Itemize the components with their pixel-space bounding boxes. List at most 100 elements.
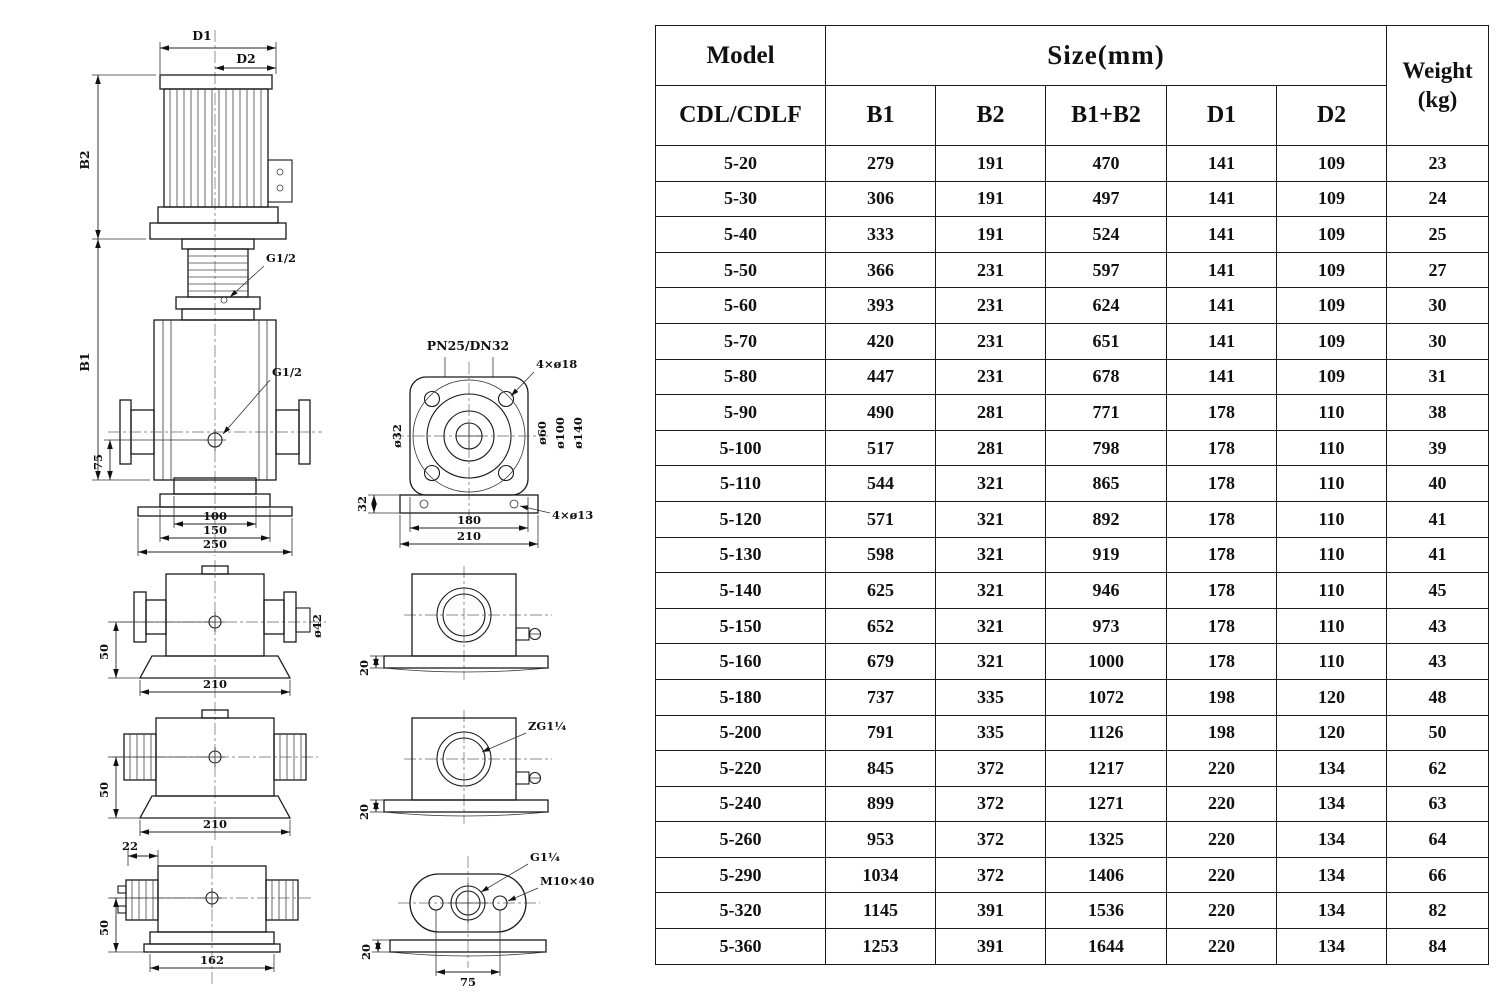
dimension-cell: 191 bbox=[935, 216, 1046, 253]
dim-label-20-a: 20 bbox=[357, 660, 371, 676]
dim-label-210-flange: 210 bbox=[457, 529, 481, 543]
model-cell: 5-50 bbox=[655, 251, 826, 289]
header-col-b1b2: B1+B2 bbox=[1045, 85, 1167, 146]
dimension-cell: 281 bbox=[935, 429, 1046, 467]
dimension-cell: 1406 bbox=[1045, 856, 1167, 894]
dimension-cell: 178 bbox=[1166, 572, 1277, 609]
model-cell: 5-150 bbox=[655, 607, 826, 645]
pump-technical-drawing: D1 D2 B2 bbox=[77, 28, 594, 989]
dimension-cell: 220 bbox=[1166, 750, 1277, 787]
dimension-cell: 110 bbox=[1275, 607, 1388, 645]
dimension-table: Model Size(mm) Weight (kg) CDL/CDLF B1 B… bbox=[655, 25, 1490, 965]
dimension-cell: 231 bbox=[935, 322, 1046, 360]
dimension-cell: 892 bbox=[1045, 500, 1167, 538]
dim-label-50-a: 50 bbox=[97, 644, 111, 660]
dim-label-210-a: 210 bbox=[203, 677, 227, 691]
header-weight-line1: Weight bbox=[1402, 57, 1473, 83]
dimension-cell: 110 bbox=[1275, 536, 1388, 574]
dim-label-d2: D2 bbox=[236, 51, 256, 66]
dimension-cell: 109 bbox=[1275, 251, 1388, 289]
dimension-cell: 678 bbox=[1045, 358, 1167, 396]
header-col-b1: B1 bbox=[825, 85, 936, 146]
dia-label-100: ø100 bbox=[553, 417, 567, 449]
dimension-cell: 134 bbox=[1275, 821, 1388, 858]
dimension-cell: 1644 bbox=[1045, 928, 1167, 965]
dimension-cell: 109 bbox=[1275, 216, 1388, 253]
header-size: Size(mm) bbox=[824, 25, 1388, 86]
dimension-cell: 41 bbox=[1386, 500, 1490, 538]
model-cell: 5-110 bbox=[655, 465, 826, 502]
dim-label-250: 250 bbox=[203, 537, 227, 551]
dia-label-140: ø140 bbox=[571, 417, 585, 449]
dimension-cell: 679 bbox=[825, 643, 936, 680]
dimension-cell: 24 bbox=[1386, 180, 1490, 218]
dimension-cell: 281 bbox=[935, 394, 1046, 431]
oval-flange-view: G1¼ M10×40 20 75 bbox=[359, 850, 594, 989]
dimension-cell: 109 bbox=[1275, 322, 1388, 360]
dimension-cell: 470 bbox=[1045, 145, 1167, 182]
dimension-cell: 321 bbox=[935, 572, 1046, 609]
model-cell: 5-80 bbox=[655, 358, 826, 396]
model-cell: 5-60 bbox=[655, 287, 826, 324]
dimension-cell: 220 bbox=[1166, 785, 1277, 823]
dimension-cell: 178 bbox=[1166, 429, 1277, 467]
dimension-cell: 45 bbox=[1386, 572, 1490, 609]
dimension-cell: 48 bbox=[1386, 678, 1490, 716]
small-body-view: 22 50 162 bbox=[97, 839, 312, 986]
dimension-cell: 178 bbox=[1166, 536, 1277, 574]
dimension-cell: 63 bbox=[1386, 785, 1490, 823]
dimension-cell: 321 bbox=[935, 500, 1046, 538]
dimension-cell: 1000 bbox=[1045, 643, 1167, 680]
model-cell: 5-320 bbox=[655, 892, 826, 930]
threaded-top-view: ZG1¼ 20 bbox=[357, 710, 566, 824]
dimension-cell: 109 bbox=[1275, 180, 1388, 218]
dim-label-20-b: 20 bbox=[357, 804, 371, 820]
dim-label-210-b: 210 bbox=[203, 817, 227, 831]
dimension-cell: 391 bbox=[935, 928, 1046, 965]
dimension-cell: 220 bbox=[1166, 892, 1277, 930]
dimension-cell: 652 bbox=[825, 607, 936, 645]
dim-label-50-c: 50 bbox=[97, 920, 111, 936]
flange-title: PN25/DN32 bbox=[427, 338, 509, 353]
dimension-cell: 141 bbox=[1166, 251, 1277, 289]
dimension-cell: 38 bbox=[1386, 394, 1490, 431]
dimension-cell: 198 bbox=[1166, 678, 1277, 716]
dimension-cell: 919 bbox=[1045, 536, 1167, 574]
dimension-cell: 50 bbox=[1386, 714, 1490, 752]
dimension-cell: 134 bbox=[1275, 928, 1388, 965]
dimension-cell: 651 bbox=[1045, 322, 1167, 360]
dimension-cell: 845 bbox=[825, 750, 936, 787]
dimension-cell: 899 bbox=[825, 785, 936, 823]
dimension-cell: 231 bbox=[935, 287, 1046, 324]
dimension-cell: 120 bbox=[1275, 678, 1388, 716]
dimension-cell: 798 bbox=[1045, 429, 1167, 467]
model-cell: 5-30 bbox=[655, 180, 826, 218]
model-cell: 5-20 bbox=[655, 145, 826, 182]
dimension-cell: 178 bbox=[1166, 394, 1277, 431]
model-cell: 5-120 bbox=[655, 500, 826, 538]
dimension-cell: 39 bbox=[1386, 429, 1490, 467]
dimension-cell: 1034 bbox=[825, 856, 936, 894]
header-series: CDL/CDLF bbox=[655, 85, 826, 146]
dimension-cell: 447 bbox=[825, 358, 936, 396]
thread-label-g114: G1¼ bbox=[530, 850, 560, 864]
dimension-cell: 372 bbox=[935, 750, 1046, 787]
dimension-cell: 321 bbox=[935, 607, 1046, 645]
dimension-cell: 372 bbox=[935, 856, 1046, 894]
